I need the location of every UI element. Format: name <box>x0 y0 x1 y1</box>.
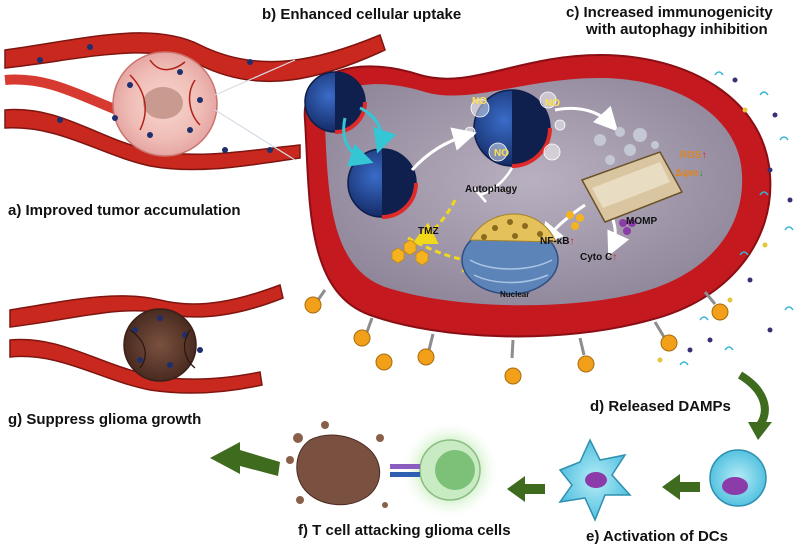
caption-suppress-glioma-growth: g) Suppress glioma growth <box>8 411 202 428</box>
arrow-damps-to-dc-head <box>748 422 772 440</box>
nucleus <box>461 213 559 295</box>
arrow-to-no-particle <box>410 127 477 172</box>
label-no-2: NO <box>545 98 560 109</box>
label-delta-psi: Δψm↓ <box>675 168 704 179</box>
label-autophagy: Autophagy <box>465 184 518 195</box>
upper-vessel-g <box>9 283 284 328</box>
dendritic-cell-immature <box>709 449 767 507</box>
no-releasing-nanoparticle <box>464 89 566 168</box>
membrane-receptors <box>304 289 729 385</box>
label-tmz: TMZ <box>418 226 439 237</box>
lower-vessel-a <box>4 108 301 171</box>
caption-released-damps: d) Released DAMPs <box>590 398 731 415</box>
tumor-brown <box>123 308 197 382</box>
glioma-cells-debris <box>286 421 388 508</box>
tumor-pink-core <box>143 87 183 119</box>
uptake-arrow-1 <box>342 117 374 167</box>
caption-t-cell-attacking: f) T cell attacking glioma cells <box>298 522 511 539</box>
label-cytoc: Cyto C↑ <box>580 252 618 263</box>
vessel-tumor-a <box>4 32 386 171</box>
damps-particles <box>657 71 794 366</box>
label-nuclear: Nuclear <box>500 290 530 299</box>
autophagy-dashed-arrow <box>411 199 457 245</box>
tmz-molecules <box>391 239 429 266</box>
arrow-to-suppress <box>210 442 280 476</box>
uptake-arrow-2 <box>359 106 397 154</box>
t-cell <box>400 420 500 520</box>
label-ros: ROS↑ <box>680 150 707 161</box>
caption-activation-of-dcs: e) Activation of DCs <box>586 528 728 545</box>
lower-vessel-g <box>9 338 263 394</box>
callout-line-lower <box>214 109 296 161</box>
vessel-tumor-g <box>9 283 284 394</box>
label-no-1: NO <box>472 96 487 107</box>
caption-enhanced-cellular-uptake: b) Enhanced cellular uptake <box>262 6 462 23</box>
upper-vessel-a <box>4 32 386 83</box>
label-nfkb: NF-κB↑ <box>540 236 575 247</box>
caption-increased-immunogenicity: c) Increased immunogenicity <box>566 4 773 21</box>
dendritic-cell-activated <box>558 438 632 522</box>
label-momp: MOMP <box>626 216 658 227</box>
arrow-to-mitochondria <box>554 105 619 132</box>
nanoparticles-uptake <box>304 71 418 219</box>
callout-line-upper <box>214 59 296 96</box>
mitochondria <box>580 127 684 223</box>
cytoc-molecules <box>619 219 636 235</box>
inhibit-autophagy-line <box>479 167 514 197</box>
arrow-dc-to-tcell <box>507 476 545 502</box>
tcr-receptor <box>390 464 420 477</box>
arrow-damps-to-dc <box>737 371 769 428</box>
label-no-3: NO <box>494 148 509 159</box>
arrow-dc-activation <box>662 474 700 500</box>
caption-autophagy-inhibition: with autophagy inhibition <box>586 21 768 38</box>
caption-improved-tumor-accumulation: a) Improved tumor accumulation <box>8 202 241 219</box>
np-dots-a <box>37 44 273 153</box>
nfkb-molecules <box>566 211 584 230</box>
